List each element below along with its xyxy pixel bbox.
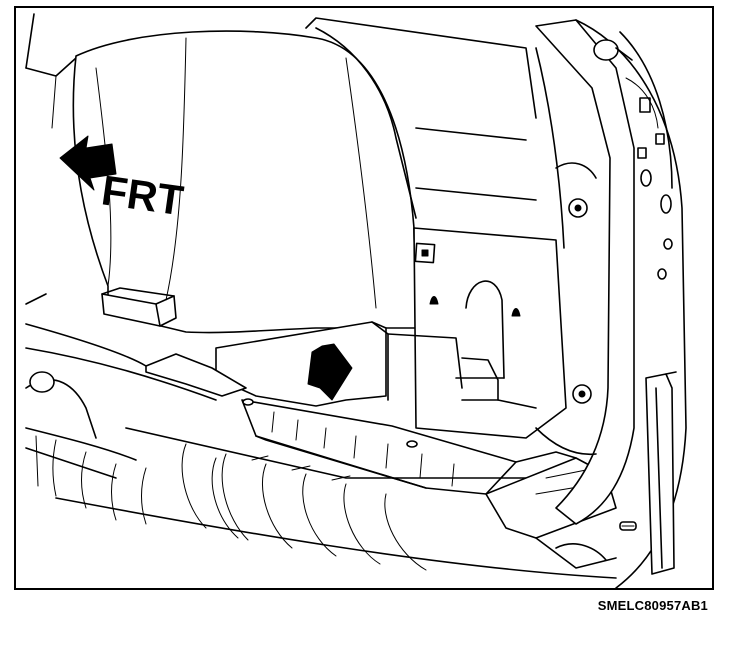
- front-direction-marker: FRT: [59, 135, 187, 224]
- floor-step: [215, 321, 537, 409]
- arrow-left-icon: [59, 135, 117, 191]
- left-floor-trough: [25, 371, 147, 525]
- rear-latch-area: [619, 371, 677, 575]
- location-indicator: [307, 343, 353, 401]
- arrow-right-icon: [307, 343, 353, 401]
- figure-code: SMELC80957AB1: [597, 598, 708, 613]
- foam-block: [101, 287, 177, 327]
- background-panel: [25, 13, 77, 129]
- cargo-area-illustration: FRT: [25, 13, 687, 588]
- ribbed-floor-panel: [55, 427, 617, 579]
- figure-frame: FRT: [14, 6, 714, 590]
- right-body-panel: [593, 39, 673, 280]
- front-direction-label: FRT: [99, 166, 187, 224]
- rear-side-panel: [305, 17, 567, 439]
- front-trim-strip: [25, 293, 247, 401]
